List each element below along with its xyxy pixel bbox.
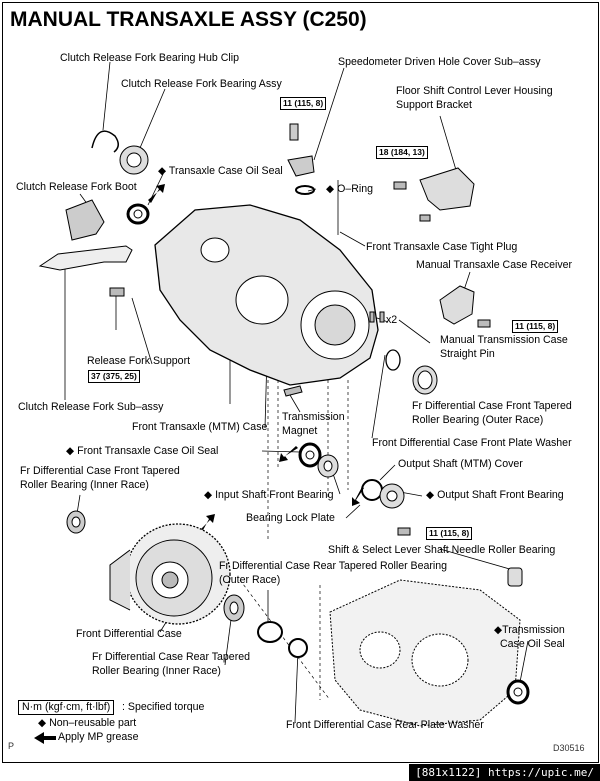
label-hub-clip: Clutch Release Fork Bearing Hub Clip	[60, 52, 239, 64]
label-rear-inner-race-2: Roller Bearing (Inner Race)	[92, 665, 221, 677]
label-straight-pin-2: Straight Pin	[440, 348, 495, 360]
differential-shape	[109, 523, 231, 625]
rear-plate-washer-shape	[288, 638, 308, 658]
front-case-shape	[154, 204, 379, 386]
o-ring-shape	[295, 185, 315, 195]
label-output-bearing: ◆ Output Shaft Front Bearing	[426, 489, 564, 501]
rear-inner-race-shape	[223, 594, 245, 622]
nonreusable-mark: ◆	[38, 717, 50, 729]
straight-pins-shape	[369, 311, 385, 323]
label-inner-race-1: Fr Differential Case Front Tapered	[20, 465, 180, 477]
magnet-shape	[283, 385, 303, 397]
label-rear-outer-race-2: (Outer Race)	[219, 574, 281, 586]
label-fork-support: Release Fork Support	[87, 355, 191, 367]
nonreusable-mark: ◆	[204, 489, 216, 501]
legend-arrow	[34, 732, 56, 744]
label-fork-boot: Clutch Release Fork Boot	[16, 181, 137, 193]
label-mtm-case: Front Transaxle (MTM) Case	[132, 421, 268, 433]
bracket-shape	[393, 167, 475, 222]
label-front-diff: Front Differential Case	[76, 628, 182, 640]
label-needle-bearing: Shift & Select Lever Shaft Needle Roller…	[328, 544, 556, 556]
legend-grease: Apply MP grease	[58, 731, 139, 743]
label-rear-outer-race-1: Fr Differential Case Rear Tapered Roller…	[219, 560, 448, 572]
lock-plate-bolt-shape	[397, 527, 411, 536]
label-trans-oil-seal-1: ◆Transmission	[494, 624, 565, 636]
label-rear-plate-washer: Front Differential Case Rear Plate Washe…	[286, 719, 484, 731]
label-front-oil-seal: ◆ Front Transaxle Case Oil Seal	[66, 445, 219, 457]
label-oil-seal: ◆ Transaxle Case Oil Seal	[158, 165, 283, 177]
torque-spec-fork-support: 37 (375, 25)	[88, 370, 140, 383]
rear-outer-race-shape	[257, 621, 283, 643]
fork-shape	[38, 245, 133, 271]
label-magnet-2: Magnet	[282, 425, 318, 437]
torque-spec-bracket: 18 (184, 13)	[376, 146, 428, 159]
label-x2: x2	[386, 314, 398, 326]
label-o-ring: ◆ O–Ring	[326, 183, 374, 195]
legend-torque-unit: N·m (kgf·cm, ft·lbf)	[18, 700, 115, 715]
label-lock-plate: Bearing Lock Plate	[246, 512, 335, 524]
watermark: [881x1122] https://upic.me/	[409, 764, 600, 781]
receiver-bolt-shape	[477, 319, 491, 328]
legend-torque-desc: : Specified torque	[122, 701, 205, 713]
needle-bearing-shape	[507, 567, 523, 587]
case-receiver-shape	[439, 285, 475, 325]
footer-page-mark: P	[8, 741, 15, 751]
label-release-bearing-assy: Clutch Release Fork Bearing Assy	[121, 78, 282, 90]
label-floor-shift-2: Support Bracket	[396, 99, 472, 111]
torque-spec-speedo: 11 (115, 8)	[280, 97, 327, 110]
grease-arrows	[148, 184, 364, 532]
front-oil-seal-shape	[298, 442, 322, 468]
nonreusable-mark: ◆	[326, 183, 338, 195]
nonreusable-mark: ◆	[158, 165, 169, 177]
release-bearing-shape	[119, 145, 149, 175]
trans-oil-seal-shape	[506, 679, 530, 705]
label-speedo-cover: Speedometer Driven Hole Cover Sub–assy	[338, 56, 541, 68]
oil-seal-shape	[126, 203, 150, 225]
label-front-outer-race-1: Fr Differential Case Front Tapered	[412, 400, 572, 412]
page-title: MANUAL TRANSAXLE ASSY (C250)	[10, 8, 367, 31]
output-cover-shape	[361, 479, 383, 501]
label-straight-pin-1: Manual Transmission Case	[440, 334, 568, 346]
outer-race-shape	[412, 365, 438, 395]
label-plate-washer: Front Differential Case Front Plate Wash…	[372, 437, 572, 449]
label-inner-race-2: Roller Bearing (Inner Race)	[20, 479, 149, 491]
torque-spec-receiver: 11 (115, 8)	[512, 320, 559, 333]
input-bearing-shape	[317, 454, 339, 478]
transmission-case-shape	[329, 579, 521, 727]
speedo-cover-shape	[287, 123, 315, 177]
nonreusable-mark: ◆	[66, 445, 78, 457]
label-fork-sub-assy: Clutch Release Fork Sub–assy	[18, 401, 164, 413]
label-floor-shift-1: Floor Shift Control Lever Housing	[396, 85, 553, 97]
label-rear-inner-race-1: Fr Differential Case Rear Tapered	[92, 651, 251, 663]
inner-race-shape	[66, 510, 86, 534]
nonreusable-mark: ◆	[426, 489, 438, 501]
label-magnet-1: Transmission	[282, 411, 345, 423]
label-tight-plug: Front Transaxle Case Tight Plug	[366, 241, 518, 253]
label-input-bearing: ◆ Input Shaft Front Bearing	[204, 489, 334, 501]
label-case-receiver: Manual Transaxle Case Receiver	[416, 259, 573, 271]
diagram-frame	[2, 2, 599, 763]
label-front-outer-race-2: Roller Bearing (Outer Race)	[412, 414, 544, 426]
label-trans-oil-seal-2: Case Oil Seal	[500, 638, 565, 650]
torque-spec-lock-plate: 11 (115, 8)	[426, 527, 473, 540]
footer-figure-code: D30516	[553, 743, 585, 753]
nonreusable-mark: ◆	[494, 624, 503, 636]
output-bearing-shape	[379, 483, 405, 509]
label-output-cover: Output Shaft (MTM) Cover	[398, 458, 523, 470]
fork-support-shape	[109, 287, 125, 297]
fork-boot-shape	[65, 199, 105, 241]
hub-clip-shape	[91, 130, 119, 153]
plate-washer-shape	[385, 349, 401, 371]
legend-nonreusable: ◆ Non–reusable part	[38, 717, 137, 729]
alignment-lines	[239, 380, 349, 701]
